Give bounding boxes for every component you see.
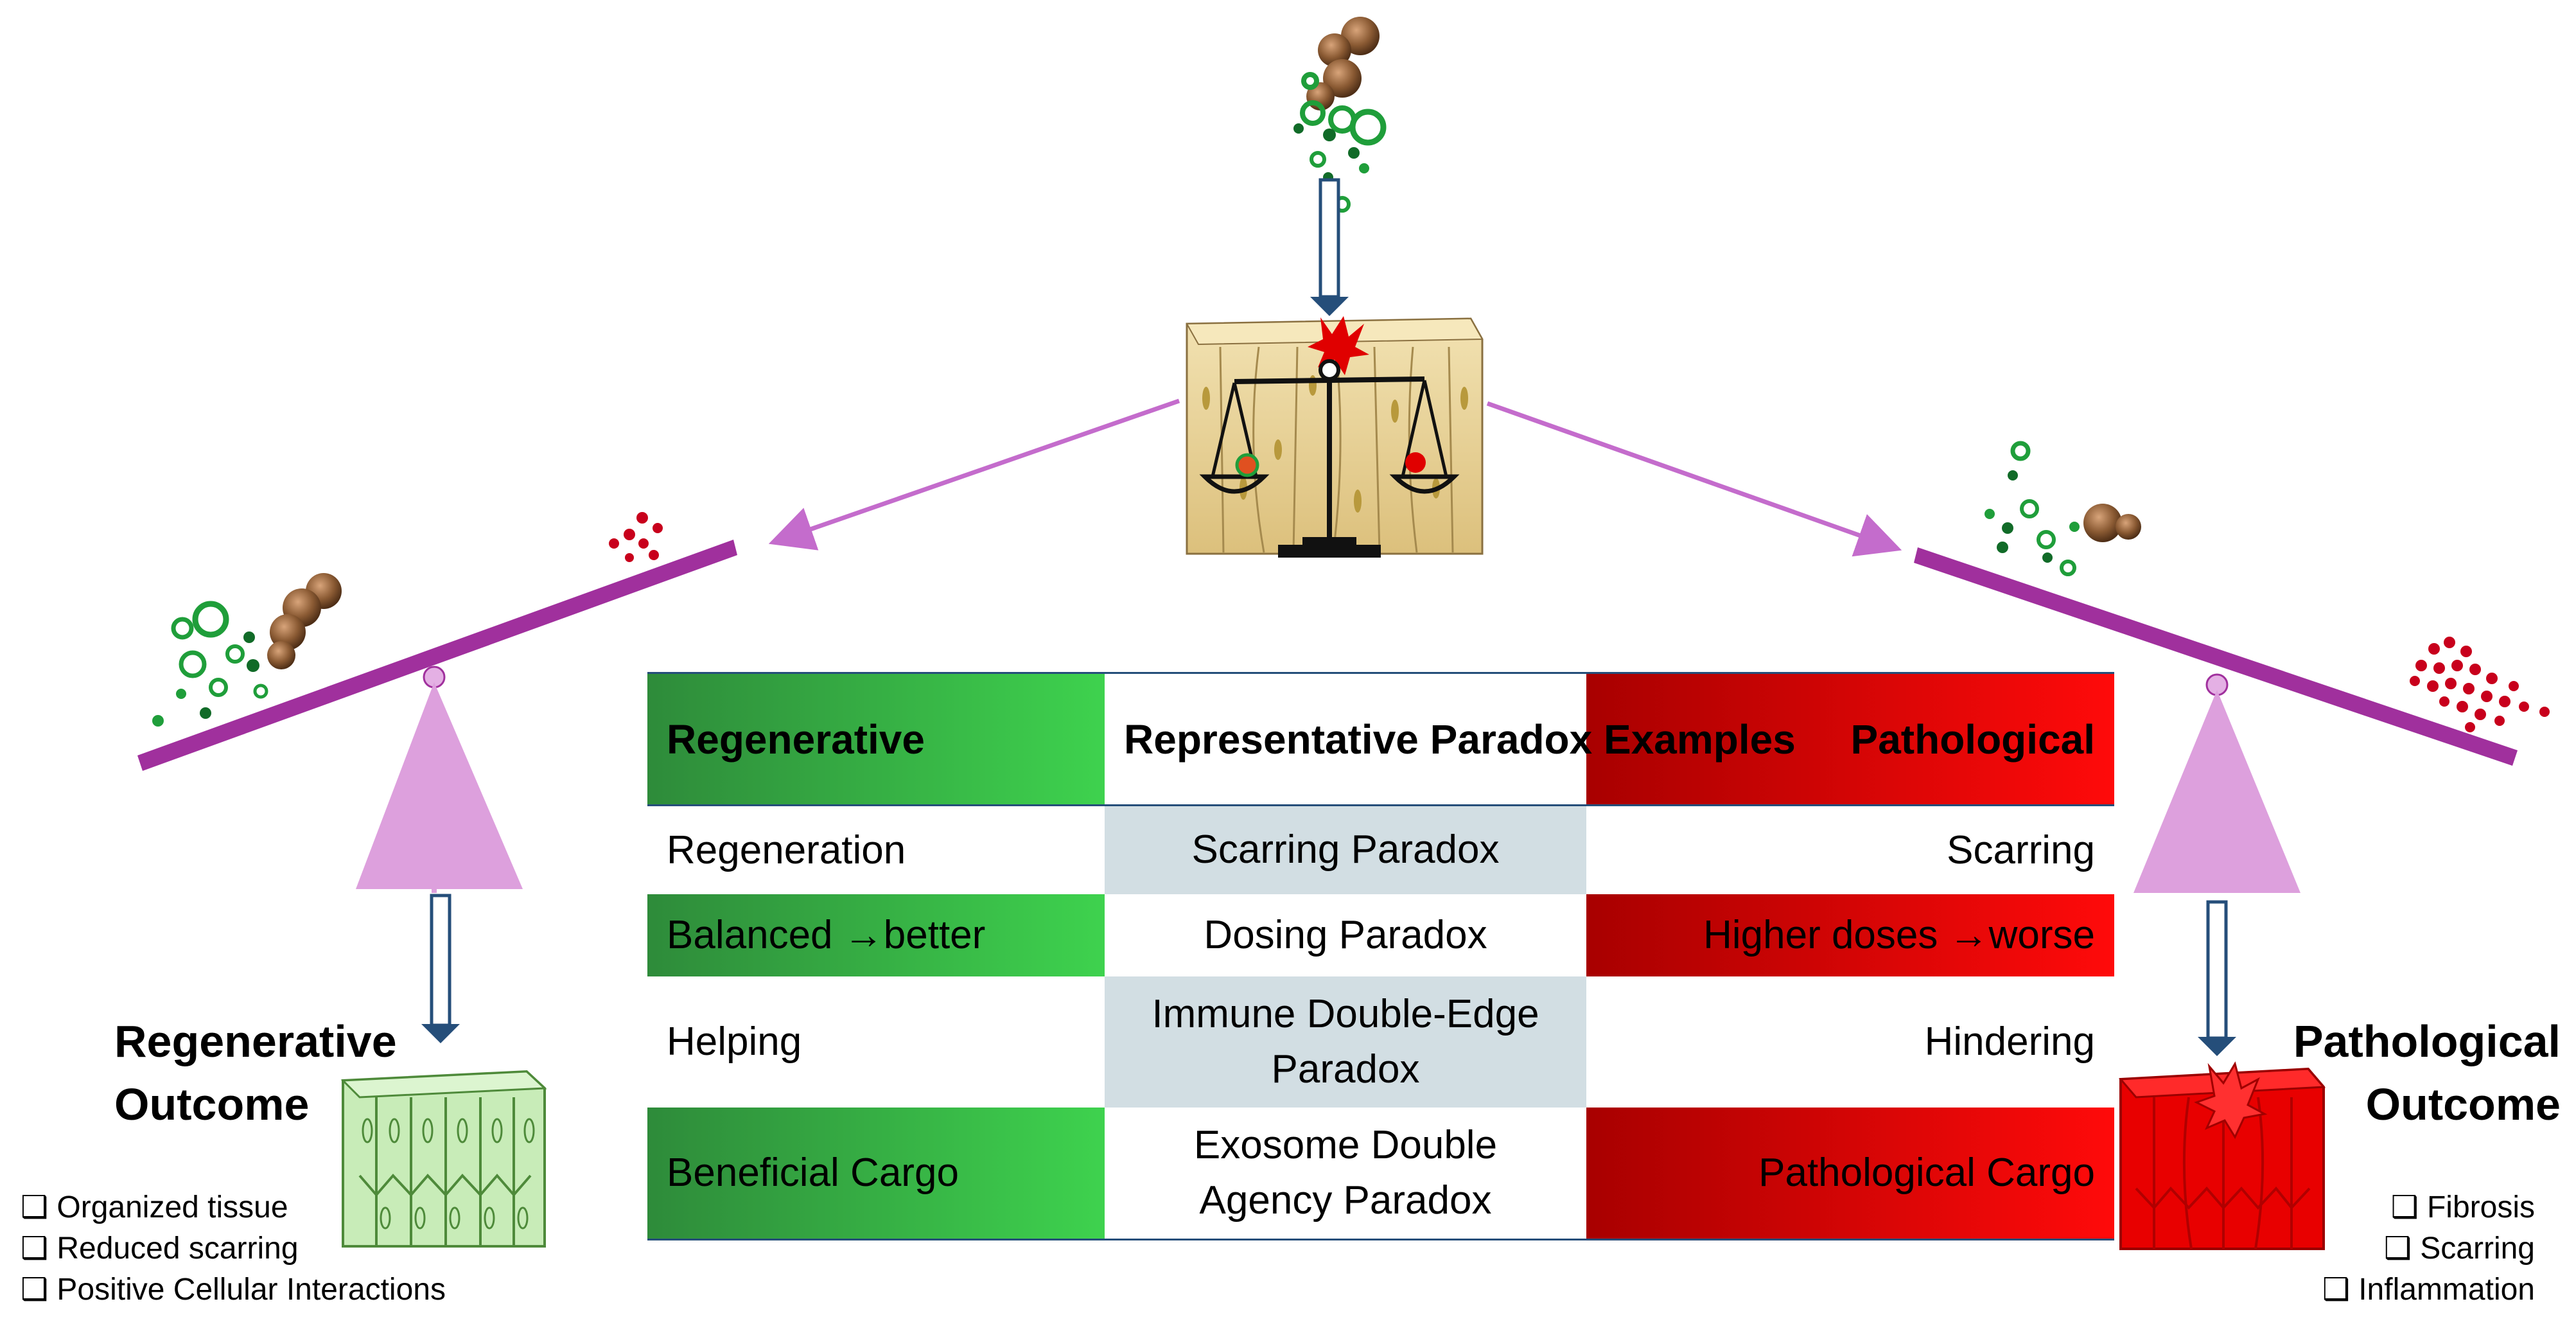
list-item: Positive Cellular Interactions	[21, 1269, 446, 1311]
row-left-cell: Balanced →better	[647, 894, 1105, 976]
row-right-cell: Pathological Cargo	[1586, 1107, 2114, 1240]
right-red-exosomes	[2410, 637, 2550, 732]
left-exosome-cluster	[152, 573, 342, 727]
regenerative-outcome-title-line1: Regenerative	[114, 1016, 397, 1066]
table-row: Beneficial Cargo Exosome Double Agency P…	[647, 1107, 2114, 1240]
row-right-cell: Scarring	[1586, 805, 2114, 894]
left-seesaw	[137, 540, 737, 893]
header-regenerative: Regenerative	[647, 673, 1105, 806]
right-exosome-cluster	[1985, 441, 2141, 576]
pathological-outcome-title: Pathological Outcome	[2293, 1010, 2561, 1136]
table-row: Regeneration Scarring Paradox Scarring	[647, 805, 2114, 894]
row-middle-cell: Exosome Double Agency Paradox	[1105, 1107, 1586, 1240]
table-header-row: Regenerative Representative Paradox Exam…	[647, 673, 2114, 806]
pathological-tissue-icon	[2118, 1061, 2326, 1250]
arrow-to-pathological	[1486, 401, 1902, 557]
right-seesaw	[1914, 547, 2518, 893]
regenerative-outcome-list: Organized tissue Reduced scarring Positi…	[21, 1187, 446, 1311]
regenerative-outcome-title: Regenerative Outcome	[114, 1010, 397, 1136]
list-item: Scarring	[2322, 1228, 2535, 1269]
paradox-table: Regenerative Representative Paradox Exam…	[647, 672, 2114, 1240]
row-middle-cell: Dosing Paradox	[1105, 894, 1586, 976]
header-paradox-examples: Representative Paradox Examples	[1105, 673, 1796, 806]
row-middle-cell: Scarring Paradox	[1105, 805, 1586, 894]
list-item: Fibrosis	[2322, 1187, 2535, 1228]
left-down-arrow	[421, 894, 460, 1043]
pathological-outcome-list: Fibrosis Scarring Inflammation	[2322, 1187, 2535, 1311]
pathological-outcome-title-line2: Outcome	[2365, 1079, 2561, 1129]
table-row: Helping Immune Double-Edge Paradox Hinde…	[647, 976, 2114, 1108]
top-exosome-cluster	[1293, 17, 1387, 227]
arrow-to-regenerative	[768, 398, 1180, 551]
top-down-arrow	[1310, 178, 1349, 316]
pathological-outcome-title-line1: Pathological	[2293, 1016, 2561, 1066]
balance-scale-icon	[1199, 359, 1460, 558]
row-right-cell: Hindering	[1586, 976, 2114, 1108]
list-item: Organized tissue	[21, 1187, 446, 1228]
regenerative-outcome-title-line2: Outcome	[114, 1079, 310, 1129]
row-left-cell: Regeneration	[647, 805, 1105, 894]
right-down-arrow	[2198, 900, 2236, 1056]
row-left-cell: Helping	[647, 976, 1105, 1108]
row-right-cell: Higher doses →worse	[1586, 894, 2114, 976]
table-row: Balanced →better Dosing Paradox Higher d…	[647, 894, 2114, 976]
row-middle-cell: Immune Double-Edge Paradox	[1105, 976, 1586, 1108]
list-item: Reduced scarring	[21, 1228, 446, 1269]
header-pathological: Pathological	[1586, 673, 2114, 806]
left-red-exosomes	[609, 512, 663, 562]
row-left-cell: Beneficial Cargo	[647, 1107, 1105, 1240]
list-item: Inflammation	[2322, 1269, 2535, 1311]
